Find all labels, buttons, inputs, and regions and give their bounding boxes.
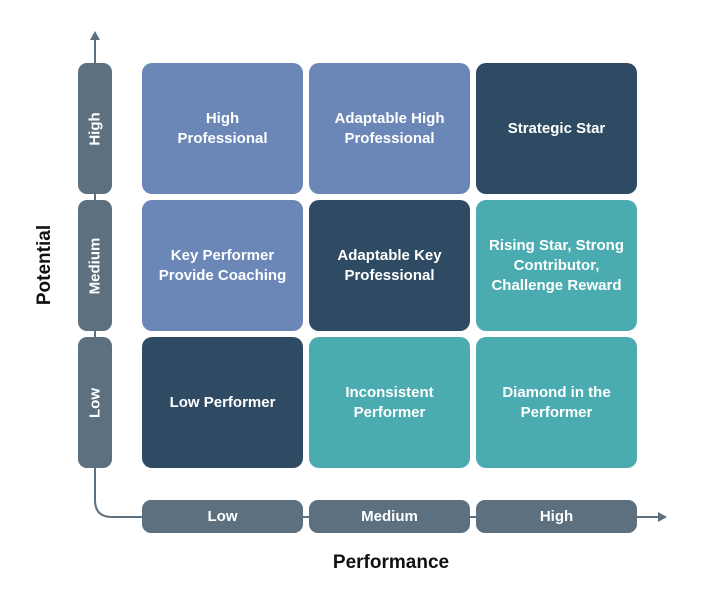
y-level-high: High xyxy=(78,63,112,194)
x-level-high: High xyxy=(476,500,637,533)
y-level-label: Medium xyxy=(86,237,104,294)
cell-adaptable-high-professional: Adaptable High Professional xyxy=(309,63,470,194)
y-level-medium: Medium xyxy=(78,200,112,331)
cell-diamond-in-the-performer: Diamond in the Performer xyxy=(476,337,637,468)
cell-inconsistent-performer: Inconsistent Performer xyxy=(309,337,470,468)
cell-high-professional: High Professional xyxy=(142,63,303,194)
cell-adaptable-key-professional: Adaptable Key Professional xyxy=(309,200,470,331)
cell-low-performer: Low Performer xyxy=(142,337,303,468)
x-level-medium: Medium xyxy=(309,500,470,533)
x-axis-title: Performance xyxy=(332,552,450,573)
y-axis-title: Potential xyxy=(34,224,55,306)
cell-rising-star: Rising Star, Strong Contributor, Challen… xyxy=(476,200,637,331)
y-level-low: Low xyxy=(78,337,112,468)
axis-corner xyxy=(94,499,113,518)
y-level-label: High xyxy=(86,111,104,146)
y-axis-arrow-icon xyxy=(90,31,100,40)
x-axis-arrow-icon xyxy=(658,512,667,522)
x-level-low: Low xyxy=(142,500,303,533)
y-level-label: Low xyxy=(86,387,104,418)
cell-key-performer: Key Performer Provide Coaching xyxy=(142,200,303,331)
cell-strategic-star: Strategic Star xyxy=(476,63,637,194)
